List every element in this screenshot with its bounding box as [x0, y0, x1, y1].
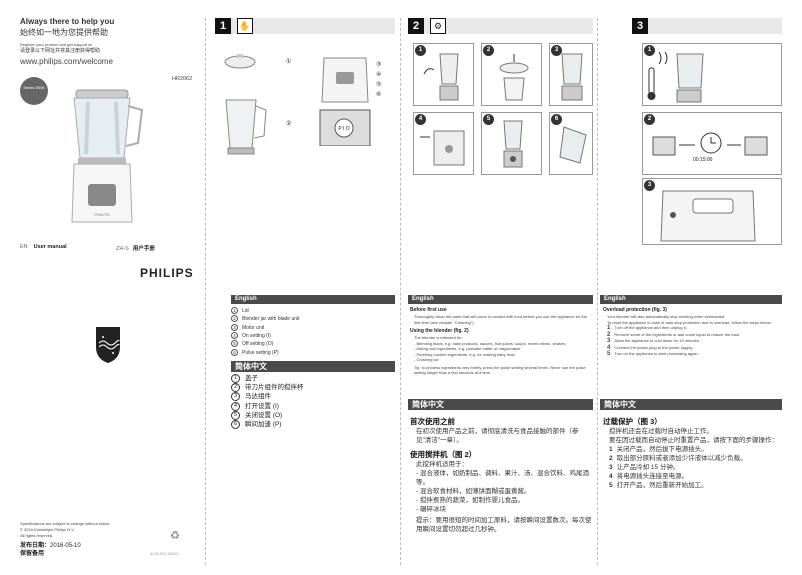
svg-text:P I O: P I O	[338, 126, 349, 132]
list-item: - Pureeing cooked ingredients, e.g. for …	[414, 351, 516, 357]
panel2-english-text: Before first use Thoroughly clean the pa…	[410, 307, 590, 376]
timer-label: 00:15:00	[693, 157, 713, 163]
philips-wordmark: PHILIPS	[140, 266, 194, 280]
panel3-chinese-text: 过载保护（图 3） 搅拌机还会在过载时自动停止工作。 要在因过载而自动停止时重置…	[603, 416, 781, 490]
fold-line	[205, 18, 206, 565]
footer-reserved: 保留备用	[20, 551, 45, 557]
overload-step-2: 2 00:15:00	[642, 112, 782, 175]
series-badge: Series 5000	[20, 77, 48, 105]
help-cn: 始终如一地为您提供帮助	[20, 28, 108, 37]
fold-line	[400, 18, 401, 565]
svg-text:PHILIPS: PHILIPS	[94, 212, 110, 217]
step-box-2: 2	[481, 43, 542, 106]
register-cn: 请登录以下网址并将其注册获得帮助	[20, 48, 101, 54]
footer-copyright: © 2016 Koninklijke Philips N.V.	[20, 527, 75, 532]
list-item: - 混合液体，如奶制品、调料、果汁、汤、混合饮料、鸡尾酒等。	[416, 470, 589, 486]
parts-illustration	[224, 54, 267, 155]
panel3-chinese-bar: 简体中文	[600, 399, 782, 410]
list-item: - Crushing ice	[414, 357, 439, 362]
list-item: - Mixing soft ingredients, e.g. pancake …	[414, 346, 522, 351]
panel2-english-bar: English	[408, 295, 593, 304]
step-box-5: 5	[481, 112, 542, 175]
step-box-4: 4	[413, 112, 474, 175]
footer-spec: Specifications are subject to change wit…	[20, 521, 110, 526]
recycle-icon: ♻	[170, 530, 180, 542]
model-number: HR2062	[172, 76, 193, 82]
panel1-chinese-bar: 简体中文	[231, 361, 395, 372]
overload-step-3: 3	[642, 178, 782, 245]
step-box-6: 6	[549, 112, 593, 175]
list-item: - 搅拌煮熟的蔬菜，如制作婴儿食品。	[416, 497, 524, 504]
callout-1: ①	[286, 59, 292, 65]
panel3-english-bar: English	[600, 295, 782, 304]
step-box-3: 3	[549, 43, 593, 106]
list-item: - Blending fluids, e.g. dairy products, …	[414, 340, 567, 346]
panel1-english-bar: English	[231, 295, 395, 304]
panel3-english-text: Overload protection (fig. 3) Your blende…	[603, 307, 781, 358]
list-item: - 碾碎冰块	[416, 506, 446, 513]
fold-line	[597, 18, 598, 565]
panel3-header	[632, 18, 782, 34]
help-en: Always there to help you	[20, 17, 115, 26]
panel3-number: 3	[632, 18, 648, 34]
panel1-header	[215, 18, 395, 34]
panel2-chinese-bar: 简体中文	[408, 399, 593, 410]
panel1-number: 1	[215, 18, 231, 34]
parts-icon: ✋	[237, 18, 253, 34]
panel2-header	[408, 18, 593, 34]
footer-date: 发布日期：2016-05-10	[20, 543, 81, 549]
welcome-url[interactable]: www.philips.com/welcome	[20, 57, 113, 66]
list-item: - 混合软食材料，如薄饼面糊或蛋黄酱。	[416, 488, 531, 495]
doc-code: 4240 002 02621	[150, 551, 179, 556]
motor-illustration: P I O	[319, 57, 371, 146]
overload-step-1: 1	[642, 43, 782, 106]
philips-shield-icon	[96, 327, 120, 363]
panel2-number: 2	[408, 18, 424, 34]
blender-image: PHILIPS	[71, 89, 144, 223]
step-box-1: 1	[413, 43, 474, 106]
panel2-chinese-text: 首次使用之前 在初次使用产品之前，请彻底清洗与食品接触的部件（参见"清洁"一章）…	[410, 417, 592, 533]
footer-rights: All rights reserved.	[20, 533, 54, 538]
blender-use-icon: ⚙	[430, 18, 446, 34]
register-en: Register your product and get support at	[20, 42, 92, 47]
callout-2: ②	[286, 121, 292, 127]
